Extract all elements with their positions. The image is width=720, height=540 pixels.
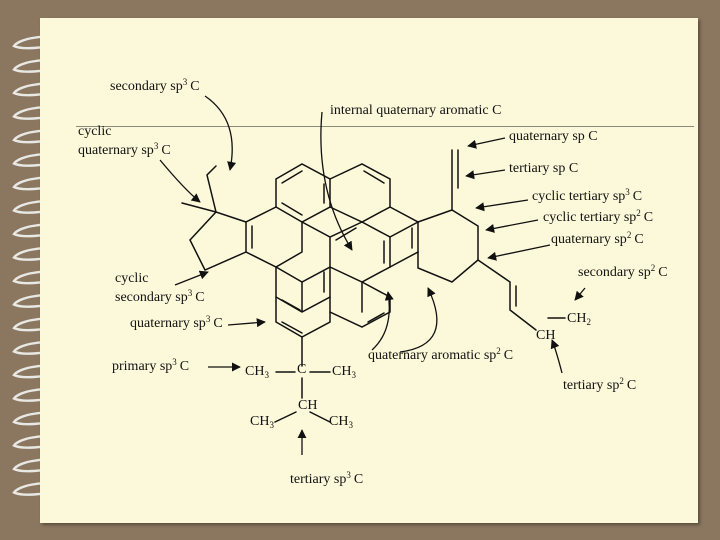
- label-arrows: [159, 95, 586, 455]
- notebook-page: [40, 18, 698, 523]
- atom-ch3-bottom-left: CH3: [250, 414, 274, 430]
- label-quaternary-sp: quaternary sp C: [509, 129, 598, 144]
- label-tertiary-sp: tertiary sp C: [509, 161, 579, 176]
- atom-ch: CH: [298, 398, 318, 413]
- label-cyclic-quaternary-sp3-line1: cyclic: [78, 124, 112, 139]
- atom-ch-vinyl: CH: [536, 328, 556, 343]
- label-internal-quaternary-aromatic: internal quaternary aromatic C: [330, 103, 502, 118]
- atom-ch3-right: CH3: [332, 364, 356, 380]
- atom-c-center: C: [297, 362, 307, 377]
- atom-ch3-left: CH3: [245, 364, 269, 380]
- molecule-bonds: [181, 149, 566, 423]
- header-rule: [76, 126, 694, 127]
- label-cyclic-secondary-sp3-line1: cyclic: [115, 271, 149, 286]
- atom-ch3-bottom-right: CH3: [329, 414, 353, 430]
- atom-ch2-vinyl: CH2: [567, 311, 591, 327]
